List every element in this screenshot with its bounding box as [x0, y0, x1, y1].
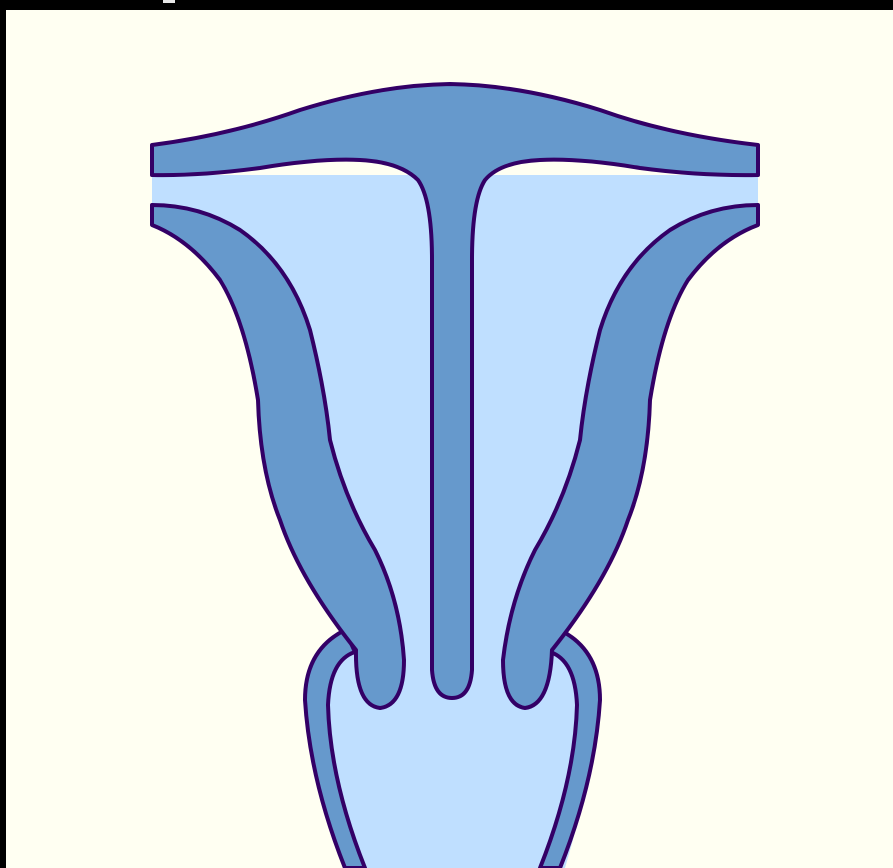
title-bar-mark [163, 0, 175, 3]
diagram-canvas [6, 10, 893, 868]
uterus-diagram [6, 10, 893, 868]
title-bar [0, 0, 893, 10]
